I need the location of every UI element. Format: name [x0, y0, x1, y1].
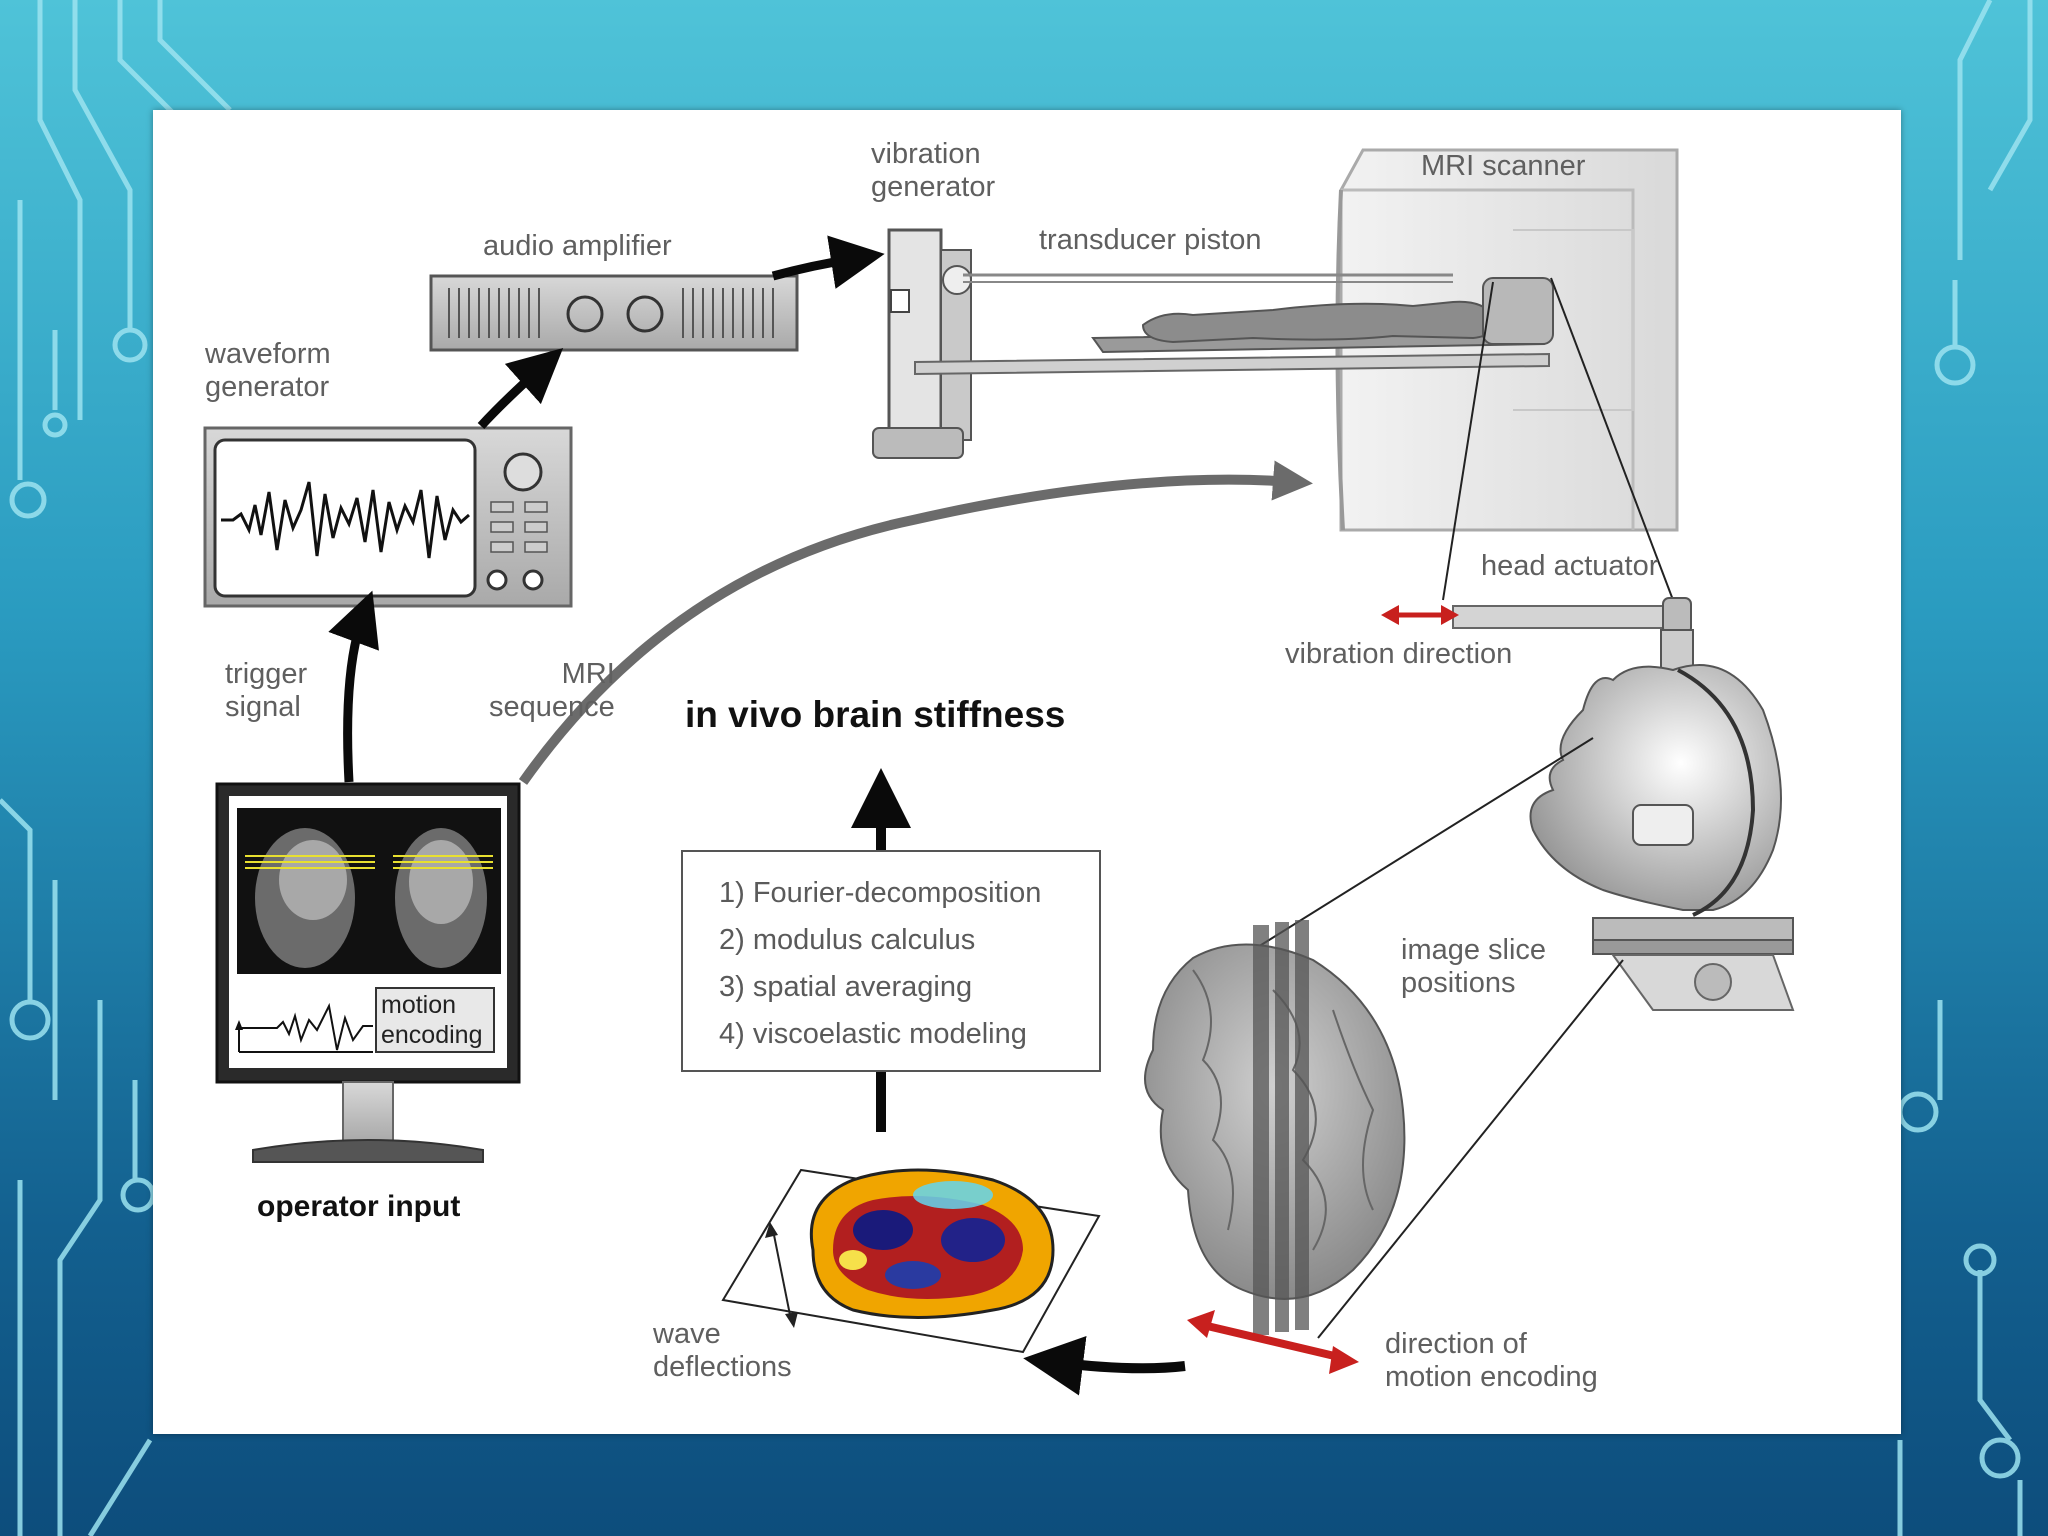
- label-in-vivo-brain-stiffness: in vivo brain stiffness: [685, 694, 1066, 735]
- step-3: 3) spatial averaging: [719, 971, 973, 1003]
- vibration-generator-device: [872, 228, 972, 459]
- processing-steps-box: 1) Fourier-decomposition 2) modulus calc…: [681, 850, 1101, 1072]
- head-actuator-device: [1452, 597, 1694, 691]
- patient-head-illustration: [1252, 664, 1795, 1339]
- label-audio-amplifier: audio amplifier: [483, 230, 672, 262]
- brain-slices-illustration: [1144, 920, 1406, 1335]
- wave-deflection-map: [721, 1168, 1101, 1354]
- mre-diagram-graphics: [203, 148, 1795, 1396]
- label-mri-scanner: MRI scanner: [1421, 150, 1586, 182]
- step-1: 1) Fourier-decomposition: [719, 877, 1042, 909]
- motion-encoding-direction-arrow: [1187, 1310, 1359, 1374]
- waveform-generator-device: [203, 426, 573, 608]
- label-operator-input: operator input: [257, 1190, 461, 1223]
- label-vibration-direction: vibration direction: [1285, 638, 1513, 670]
- label-head-actuator: head actuator: [1481, 550, 1659, 582]
- audio-amplifier-device: [429, 274, 799, 352]
- label-transducer-piston: transducer piston: [1039, 224, 1262, 256]
- step-2: 2) modulus calculus: [719, 924, 976, 956]
- mri-scanner-device: [914, 148, 1679, 601]
- vibration-direction-arrow: [1381, 605, 1459, 625]
- operator-monitor: [215, 782, 521, 1163]
- step-4: 4) viscoelastic modeling: [719, 1018, 1027, 1050]
